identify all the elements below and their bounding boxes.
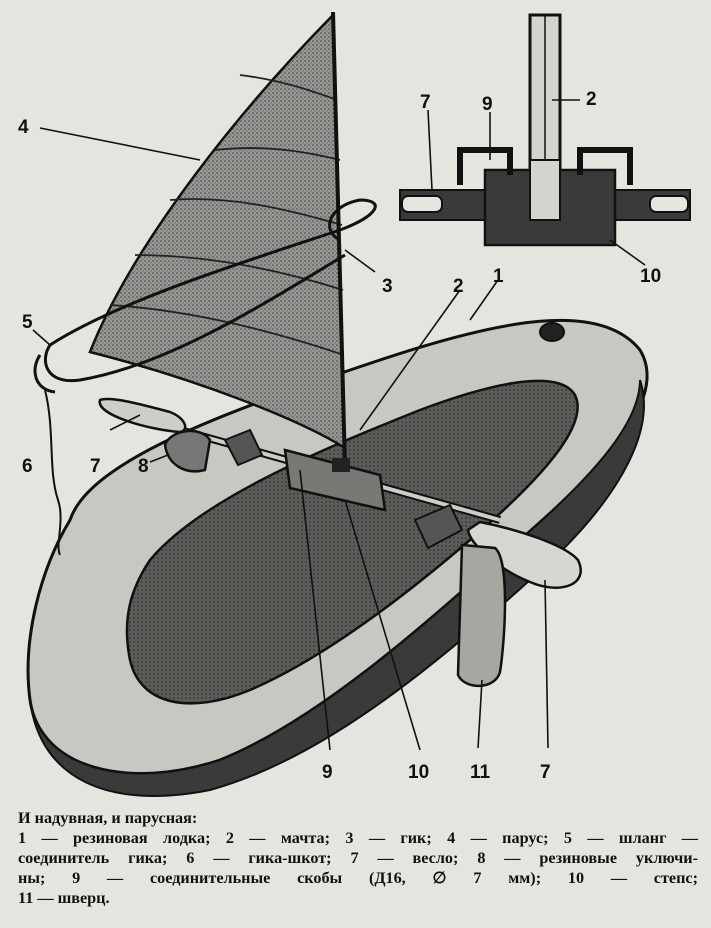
caption-line-2: соединитель гика; 6 — гика-шкот; 7 — вес… bbox=[18, 849, 698, 867]
figure-caption: И надувная, и парусная: 1 — резиновая ло… bbox=[18, 808, 698, 908]
label-5: 5 bbox=[22, 312, 33, 333]
inset-label-7: 7 bbox=[420, 92, 431, 113]
mast-step-section-inset bbox=[399, 13, 691, 247]
label-11: 11 bbox=[470, 762, 491, 783]
sail bbox=[88, 12, 347, 451]
label-7-right: 7 bbox=[540, 762, 551, 783]
label-7-left: 7 bbox=[90, 456, 101, 477]
caption-line-4: 11 — шверц. bbox=[18, 889, 110, 907]
inset-label-10: 10 bbox=[640, 266, 661, 287]
boom-sheet bbox=[44, 389, 62, 556]
label-10: 10 bbox=[408, 762, 429, 783]
inset-label-9: 9 bbox=[482, 94, 493, 115]
leader-lines bbox=[32, 99, 646, 751]
label-2: 2 bbox=[453, 276, 464, 297]
oarlock bbox=[163, 428, 464, 550]
label-8: 8 bbox=[138, 456, 149, 477]
caption-title: И надувная, и парусная: bbox=[18, 809, 198, 827]
boom bbox=[33, 198, 377, 394]
label-1: 1 bbox=[493, 266, 504, 287]
caption-line-3: ны; 9 — соединительные скобы (Д16, ∅ 7 м… bbox=[18, 869, 698, 887]
centerboard bbox=[456, 543, 507, 688]
label-6: 6 bbox=[22, 456, 33, 477]
label-3: 3 bbox=[382, 276, 393, 297]
boat-diagram: 1 2 3 4 5 6 7 8 9 10 11 7 2 7 9 10 bbox=[18, 11, 691, 797]
mast-step bbox=[283, 448, 387, 512]
inset-label-2: 2 bbox=[586, 89, 597, 110]
label-4: 4 bbox=[18, 117, 29, 138]
label-9: 9 bbox=[322, 762, 333, 783]
caption-line-1: 1 — резиновая лодка; 2 — мачта; 3 — гик;… bbox=[18, 829, 698, 847]
